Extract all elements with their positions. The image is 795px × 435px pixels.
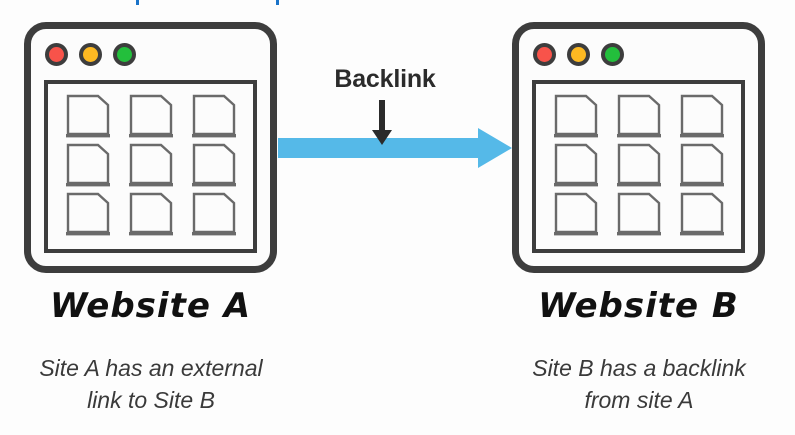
site-caption-website-b: Site B has a backlink from site A xyxy=(493,352,785,416)
close-dot-icon[interactable] xyxy=(45,42,68,66)
page-icon xyxy=(191,94,236,137)
page-icon xyxy=(553,192,598,235)
backlink-pointer-arrow-icon xyxy=(372,100,392,145)
maximize-dot-icon[interactable] xyxy=(113,42,136,66)
site-caption-website-a: Site A has an external link to Site B xyxy=(5,352,297,416)
page-icon xyxy=(128,143,173,186)
page-icon xyxy=(553,94,598,137)
page-icon xyxy=(679,192,724,235)
page-grid xyxy=(536,84,741,249)
page-icon xyxy=(128,192,173,235)
caption-line: from site A xyxy=(584,387,694,413)
page-icon xyxy=(191,143,236,186)
minimize-dot-icon[interactable] xyxy=(79,42,102,66)
caption-line: Site B has a backlink xyxy=(532,355,746,381)
page-icon xyxy=(616,94,661,137)
page-icon xyxy=(65,143,110,186)
window-titlebar xyxy=(31,29,270,79)
minimize-dot-icon[interactable] xyxy=(567,42,590,66)
backlink-label: Backlink xyxy=(334,65,436,93)
page-icon xyxy=(128,94,173,137)
page-icon xyxy=(679,143,724,186)
page-icon xyxy=(679,94,724,137)
browser-window-website-b xyxy=(512,22,765,273)
maximize-dot-icon[interactable] xyxy=(601,42,624,66)
page-icon xyxy=(65,94,110,137)
window-viewport xyxy=(44,80,257,253)
caption-line: link to Site B xyxy=(87,387,215,413)
window-titlebar xyxy=(519,29,758,79)
close-dot-icon[interactable] xyxy=(533,42,556,66)
site-title-website-a: Website A xyxy=(49,286,252,326)
page-grid xyxy=(48,84,253,249)
page-icon xyxy=(191,192,236,235)
page-icon xyxy=(65,192,110,235)
browser-window-website-a xyxy=(24,22,277,273)
window-viewport xyxy=(532,80,745,253)
clipped-text-fragment xyxy=(136,0,139,5)
page-icon xyxy=(616,143,661,186)
site-title-website-b: Website B xyxy=(538,286,739,326)
page-icon xyxy=(616,192,661,235)
clipped-text-fragment xyxy=(276,0,279,5)
page-icon xyxy=(553,143,598,186)
backlink-arrow-icon xyxy=(278,128,512,168)
caption-line: Site A has an external xyxy=(39,355,263,381)
